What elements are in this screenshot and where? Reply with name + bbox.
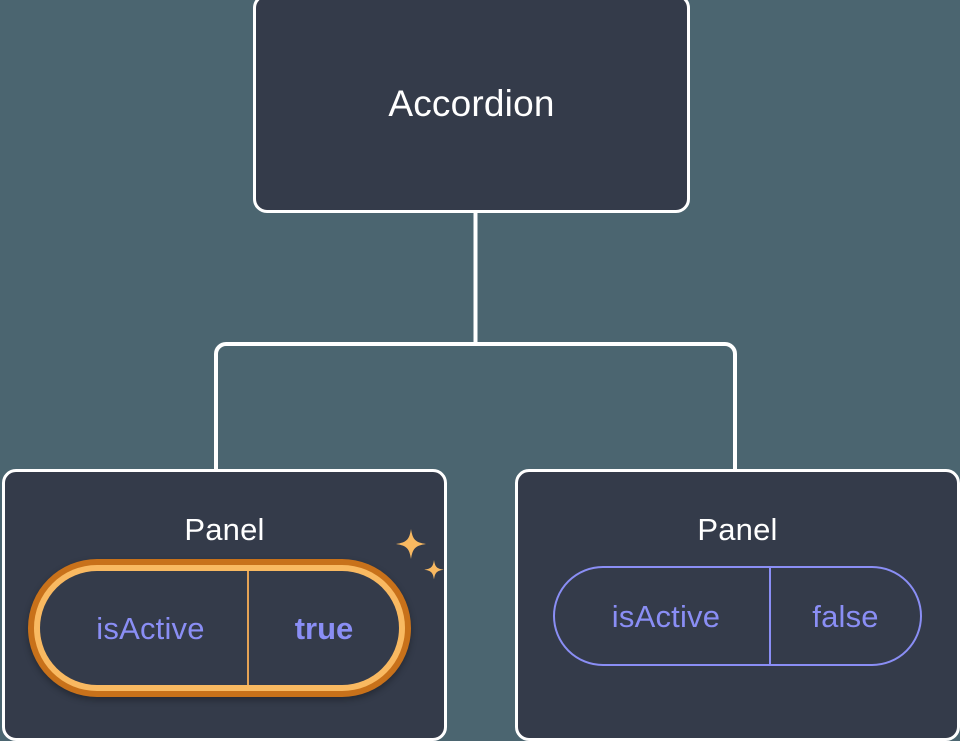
node-title: Accordion bbox=[388, 83, 555, 124]
prop-key: isActive bbox=[96, 610, 205, 646]
prop-value: true bbox=[247, 571, 399, 685]
prop-pill-isactive-false[interactable]: isActive false bbox=[553, 566, 922, 666]
node-title: Panel bbox=[184, 512, 265, 547]
prop-value: false bbox=[769, 568, 920, 664]
sparkle-icon bbox=[396, 529, 426, 559]
pill-face: isActive true bbox=[40, 571, 399, 685]
sparkles-group bbox=[396, 529, 444, 580]
prop-pill-isactive-true[interactable]: isActive true bbox=[28, 559, 411, 697]
prop-pill-wrapper: isActive false bbox=[553, 566, 922, 666]
tree-node-panel-inactive[interactable]: Panel isActive false bbox=[515, 469, 960, 741]
pill-glow-ring: isActive true bbox=[34, 565, 405, 691]
node-title: Panel bbox=[697, 512, 778, 547]
prop-pill-wrapper: isActive true bbox=[28, 529, 444, 697]
tree-node-accordion[interactable]: Accordion bbox=[253, 0, 690, 213]
sparkle-icon bbox=[424, 560, 444, 580]
prop-key: isActive bbox=[611, 598, 721, 634]
tree-node-panel-active[interactable]: Panel isActive true bbox=[2, 469, 447, 741]
